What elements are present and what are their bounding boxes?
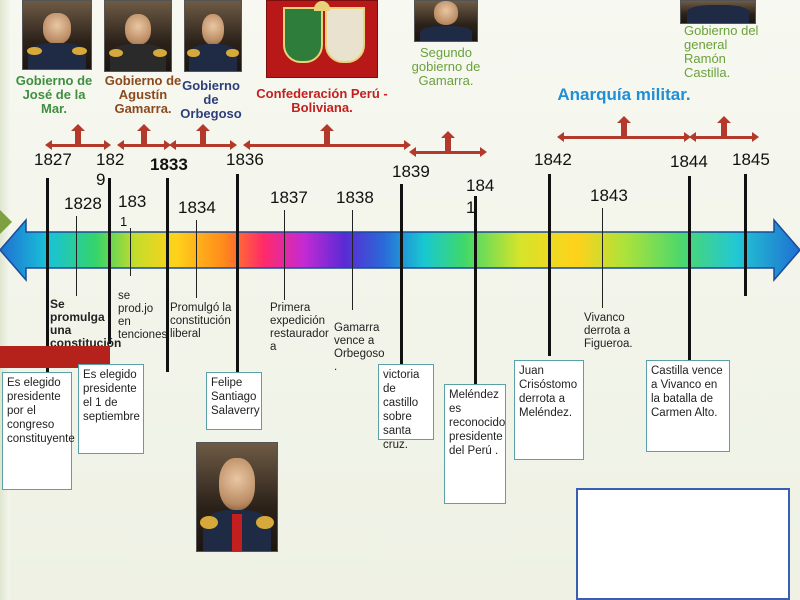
box-1842: Juan Crisóstomo derrota a Meléndez. [514, 360, 584, 460]
year-1829-part2: 9 [96, 170, 106, 189]
box-1836: Felipe Santiago Salaverry [206, 372, 262, 430]
marker-1841 [474, 196, 477, 384]
box-1829: Es elegido presidente el 1 de septiembre [78, 364, 144, 454]
portrait-orbegoso [184, 0, 242, 72]
bracket-gamarra [117, 124, 171, 150]
left-edge-decoration [0, 0, 10, 600]
note-1843: Vivanco derrota a Figueroa. [584, 312, 633, 350]
marker-1833 [166, 178, 169, 372]
title-castilla: Gobierno del general Ramón Castilla. [684, 23, 759, 80]
portrait-castilla [680, 0, 756, 24]
year-1834: 1834 [178, 198, 216, 217]
year-1831-part2: 1 [120, 214, 128, 229]
tick-1837 [284, 210, 285, 300]
marker-1827 [46, 178, 49, 374]
year-1845: 1845 [732, 150, 770, 169]
note-1834: Promulgó la constitución liberal [170, 302, 232, 340]
year-1843: 1843 [590, 186, 628, 205]
tick-1834 [196, 220, 197, 298]
marker-1842 [548, 174, 551, 356]
marker-1829 [108, 178, 111, 344]
title-gamarra: Gobierno de Agustín Gamarra. [104, 73, 182, 116]
portrait-gamarra [104, 0, 172, 72]
confederation-coat-of-arms [266, 0, 378, 78]
note-1838: Gamarra vence a Orbegoso . [334, 322, 385, 373]
bracket-orbegoso [169, 124, 237, 150]
title-orbegoso: Gobierno de Orbegoso [180, 78, 242, 121]
note-1831: se prod.jo en tenciones [118, 290, 168, 341]
year-1838: 1838 [336, 188, 374, 207]
box-1841: Meléndez es reconocido presidente del Pe… [444, 384, 506, 504]
bracket-segundo-gamarra [409, 131, 487, 157]
marker-1836 [236, 174, 239, 374]
tick-1831 [130, 228, 131, 276]
year-1837: 1837 [270, 188, 308, 207]
marker-1844 [688, 176, 691, 360]
box-1844: Castilla vence a Vivanco en la batalla d… [646, 360, 730, 452]
year-1829-part1: 182 [96, 150, 125, 169]
year-1841-part1: 184 [466, 176, 495, 195]
bracket-confederacion [243, 124, 411, 150]
title-segundo-gamarra: Segundo gobierno de Gamarra. [411, 45, 481, 88]
note-1837: Primera expedición restaurador a [270, 302, 329, 353]
year-1833: 1833 [150, 155, 188, 174]
year-1844: 1844 [670, 152, 708, 171]
tick-1843 [602, 208, 603, 308]
year-1828: 1828 [64, 194, 102, 213]
year-1827: 1827 [34, 150, 72, 169]
title-la-mar: Gobierno de José de la Mar. [15, 73, 93, 116]
bracket-la-mar [45, 124, 111, 150]
year-1836: 1836 [226, 150, 264, 169]
portrait-segundo-gamarra [414, 0, 478, 42]
marker-1845 [744, 174, 747, 296]
empty-panel [576, 488, 790, 600]
year-1831-part1: 183 [118, 192, 147, 211]
tick-1838 [352, 210, 353, 310]
year-1839: 1839 [392, 162, 430, 181]
title-anarquia: Anarquía militar. [557, 85, 691, 104]
title-confederacion: Confederación Perú - Boliviana. [256, 86, 388, 115]
left-edge-triangle [0, 210, 12, 234]
marker-1839 [400, 184, 403, 368]
bracket-anarquia [557, 116, 691, 142]
box-1827: Es elegido presidente por el congreso co… [2, 372, 75, 490]
tick-1828 [76, 216, 77, 296]
red-box-1827 [0, 346, 110, 368]
bracket-castilla [689, 116, 759, 142]
portrait-salaverry [196, 442, 278, 552]
year-1842: 1842 [534, 150, 572, 169]
year-1841-part2: 1 [466, 198, 476, 217]
note-1828: Se promulga una constitución [50, 297, 122, 350]
box-1839: victoria de castillo sobre santa cruz. [378, 364, 434, 451]
portrait-la-mar [22, 0, 92, 70]
